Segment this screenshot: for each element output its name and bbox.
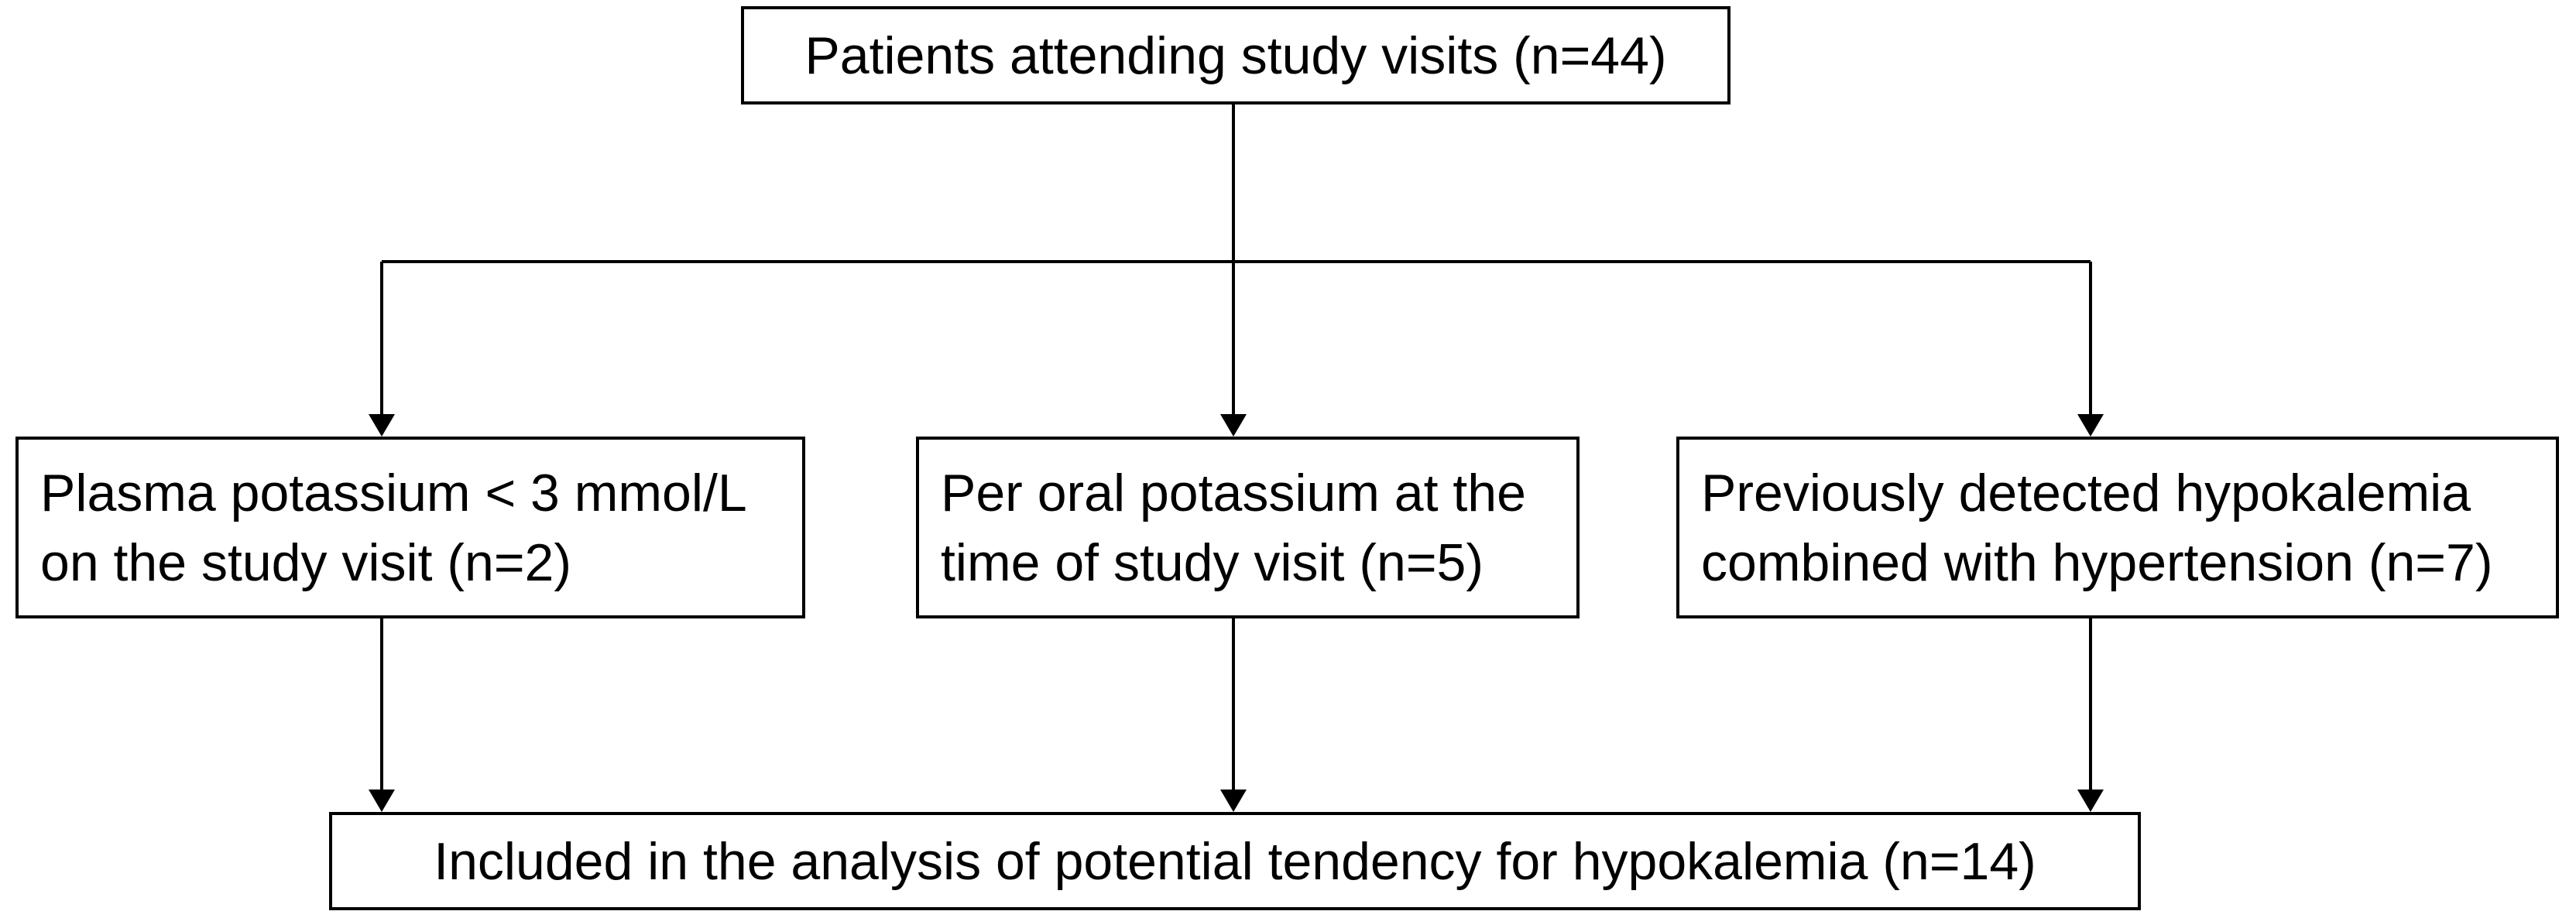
arrowhead-bottom-1 [369, 790, 395, 812]
arrowhead-branch-2 [1220, 414, 1247, 437]
branch-box-1-line-1: Plasma potassium < 3 mmol/L [40, 463, 747, 522]
arrowhead-branch-1 [369, 414, 395, 437]
bottom-box-text: Included in the analysis of potential te… [434, 831, 2036, 891]
top-box-text: Patients attending study visits (n=44) [804, 26, 1667, 85]
arrowhead-bottom-3 [2077, 790, 2104, 812]
branch-box-2-line-2: time of study visit (n=5) [941, 533, 1484, 592]
top-box: Patients attending study visits (n=44) [741, 6, 1730, 104]
arrowhead-branch-3 [2077, 414, 2104, 437]
arrowhead-bottom-2 [1220, 790, 1247, 812]
branch-box-oral-potassium: Per oral potassium at the time of study … [916, 437, 1580, 618]
branch-box-plasma-potassium: Plasma potassium < 3 mmol/L on the study… [15, 437, 805, 618]
branch-box-1-line-2: on the study visit (n=2) [40, 533, 572, 592]
branch-box-3-line-1: Previously detected hypokalemia [1701, 463, 2471, 522]
branch-box-previous-hypokalemia: Previously detected hypokalemia combined… [1676, 437, 2559, 618]
branch-box-3-line-2: combined with hypertension (n=7) [1701, 533, 2493, 592]
branch-box-2-line-1: Per oral potassium at the [941, 463, 1526, 522]
bottom-box: Included in the analysis of potential te… [329, 812, 2141, 910]
